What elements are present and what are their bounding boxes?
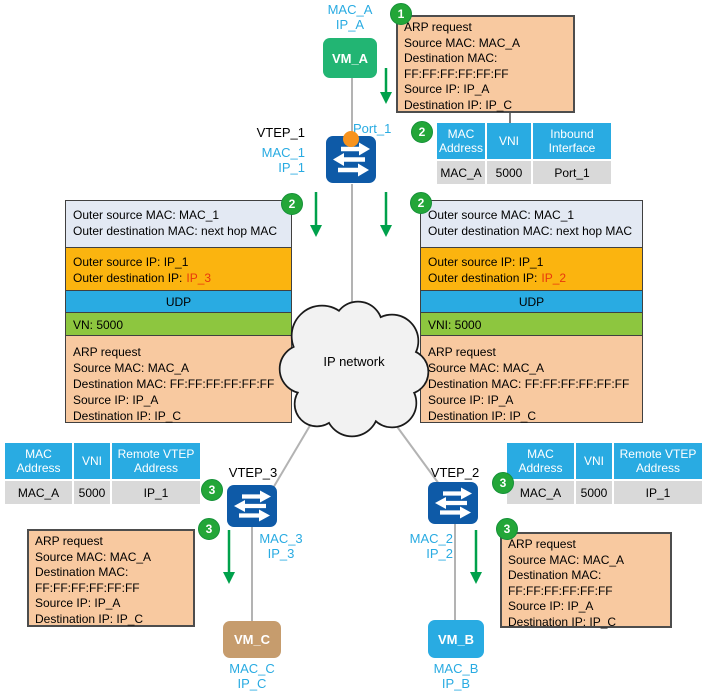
vm-c-node: VM_C (223, 621, 281, 658)
mac-table-vtep2: MAC Address VNI Remote VTEP Address MAC_… (507, 443, 702, 504)
vtep-2-label: VTEP_2 (430, 465, 480, 480)
payload-line: Source IP: IP_A (73, 393, 159, 407)
table-header-row: MAC Address VNI Remote VTEP Address (5, 443, 200, 479)
outer-dst-mac: Outer destination MAC: next hop MAC (73, 224, 278, 238)
payload-line: Source MAC: MAC_A (73, 361, 190, 375)
step-badge-3-left-arp: 3 (198, 518, 220, 540)
outer-dst-mac: Outer destination MAC: next hop MAC (428, 224, 633, 238)
outer-src-ip: Outer source IP: IP_1 (73, 255, 189, 269)
table-header-row: MAC Address VNI Inbound Interface (437, 123, 611, 159)
table-row: MAC_A 5000 IP_1 (5, 481, 200, 504)
port-1-dot-icon (343, 131, 359, 147)
outer-src-mac: Outer source MAC: MAC_1 (428, 208, 575, 222)
payload-line: Destination MAC: FF:FF:FF:FF:FF:FF (73, 377, 275, 391)
outer-dst-ip: Outer destination IP:IP_3 (73, 271, 212, 285)
mac-table-vtep1: MAC Address VNI Inbound Interface MAC_A … (437, 123, 611, 184)
outer-mac-section: Outer source MAC: MAC_1 Outer destinatio… (421, 201, 642, 248)
outer-ip-section: Outer source IP: IP_1 Outer destination … (66, 248, 291, 291)
payload-line: ARP request (73, 345, 141, 359)
encapsulated-packet-right: Outer source MAC: MAC_1 Outer destinatio… (420, 200, 643, 423)
table-row: MAC_A 5000 Port_1 (437, 161, 611, 184)
vtep-1-label: VTEP_1 (256, 125, 305, 140)
step-badge-3-right-arp: 3 (496, 518, 518, 540)
step-badge-2-right-packet: 2 (410, 192, 432, 214)
vm-b-node: VM_B (428, 620, 484, 658)
dst-ip-highlight: IP_2 (541, 271, 567, 285)
payload-line: Source IP: IP_A (428, 393, 514, 407)
mac-table-vtep3: MAC Address VNI Remote VTEP Address MAC_… (5, 443, 200, 504)
vtep-3-switch-icon (227, 485, 277, 527)
vtep-3-label: VTEP_3 (228, 465, 278, 480)
cloud-label: IP network (323, 354, 385, 369)
payload-line: Destination IP: IP_C (428, 409, 537, 423)
payload-line: Destination IP: IP_C (73, 409, 182, 423)
payload-line: Source MAC: MAC_A (428, 361, 545, 375)
step-badge-2-left-packet: 2 (281, 193, 303, 215)
step-badge-3-right-table: 3 (492, 472, 514, 494)
outer-dst-ip: Outer destination IP:IP_2 (428, 271, 567, 285)
payload-line: Destination MAC: FF:FF:FF:FF:FF:FF (428, 377, 630, 391)
udp-section: UDP (66, 291, 291, 313)
step-badge-3-left-table: 3 (201, 479, 223, 501)
vni-section: VN: 5000 (66, 313, 291, 336)
vtep-1-switch-icon (326, 136, 376, 183)
arp-payload-section: ARP request Source MAC: MAC_A Destinatio… (66, 336, 291, 423)
dst-ip-highlight: IP_3 (186, 271, 212, 285)
arp-payload-section: ARP request Source MAC: MAC_A Destinatio… (421, 336, 642, 423)
port-1-label: Port_1 (353, 121, 392, 136)
udp-section: UDP (421, 291, 642, 313)
outer-ip-section: Outer source IP: IP_1 Outer destination … (421, 248, 642, 291)
outer-mac-section: Outer source MAC: MAC_1 Outer destinatio… (66, 201, 291, 248)
vtep-2-switch-icon (428, 482, 478, 524)
payload-line: ARP request (428, 345, 496, 359)
step-badge-2-table: 2 (411, 121, 433, 143)
step-badge-1: 1 (390, 3, 412, 25)
encapsulated-packet-left: Outer source MAC: MAC_1 Outer destinatio… (65, 200, 292, 423)
outer-src-mac: Outer source MAC: MAC_1 (73, 208, 220, 222)
table-row: MAC_A 5000 IP_1 (507, 481, 702, 504)
vni-section: VNI: 5000 (421, 313, 642, 336)
outer-src-ip: Outer source IP: IP_1 (428, 255, 544, 269)
vm-a-node: VM_A (323, 38, 377, 78)
table-header-row: MAC Address VNI Remote VTEP Address (507, 443, 702, 479)
